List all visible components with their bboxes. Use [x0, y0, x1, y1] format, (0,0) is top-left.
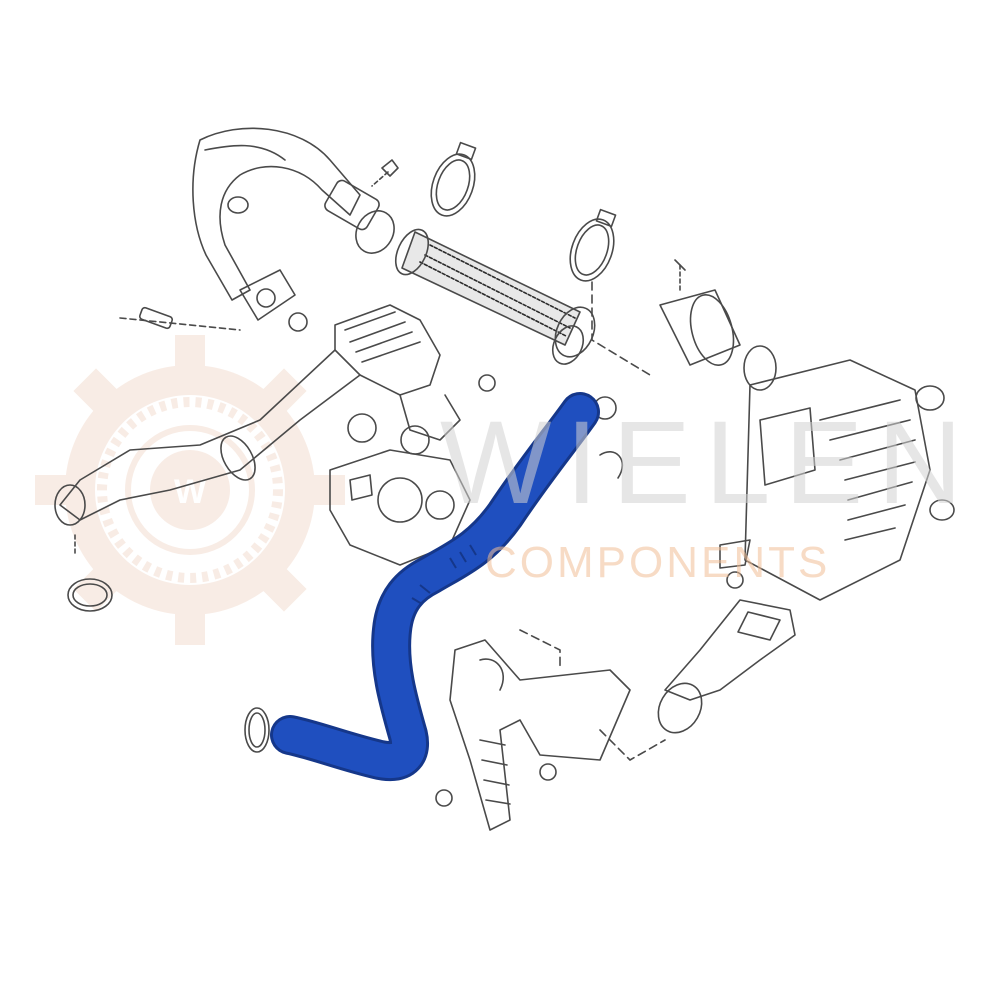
- lower-air-hose-icon: [599, 599, 796, 761]
- hose-clamp-icon: [569, 208, 617, 282]
- watermark-brand: WIELEN: [440, 397, 977, 529]
- spring-clip-icon: [599, 451, 624, 479]
- watermark-logo-letter: W: [174, 473, 207, 511]
- bolt-icon: [371, 159, 399, 187]
- leader-line: [591, 281, 651, 376]
- watermark-subtitle: COMPONENTS: [485, 538, 831, 587]
- hose-clamp-icon: [67, 534, 113, 612]
- bolt-icon: [119, 306, 241, 331]
- hose-clamp-icon: [244, 707, 270, 753]
- corrugated-hose-icon: [394, 228, 596, 365]
- turbo-air-duct-icon: [192, 127, 395, 321]
- watermark-gear-icon: [35, 335, 345, 645]
- intake-pipe-icon: [54, 304, 461, 526]
- bracket-icon: [435, 629, 631, 831]
- intercooler-outlet-hose[interactable]: [270, 392, 600, 782]
- duct-fitting-icon: [659, 259, 777, 391]
- hose-clamp-icon: [430, 141, 477, 217]
- nut-icon: [478, 374, 496, 392]
- intercooler-icon: [719, 359, 955, 601]
